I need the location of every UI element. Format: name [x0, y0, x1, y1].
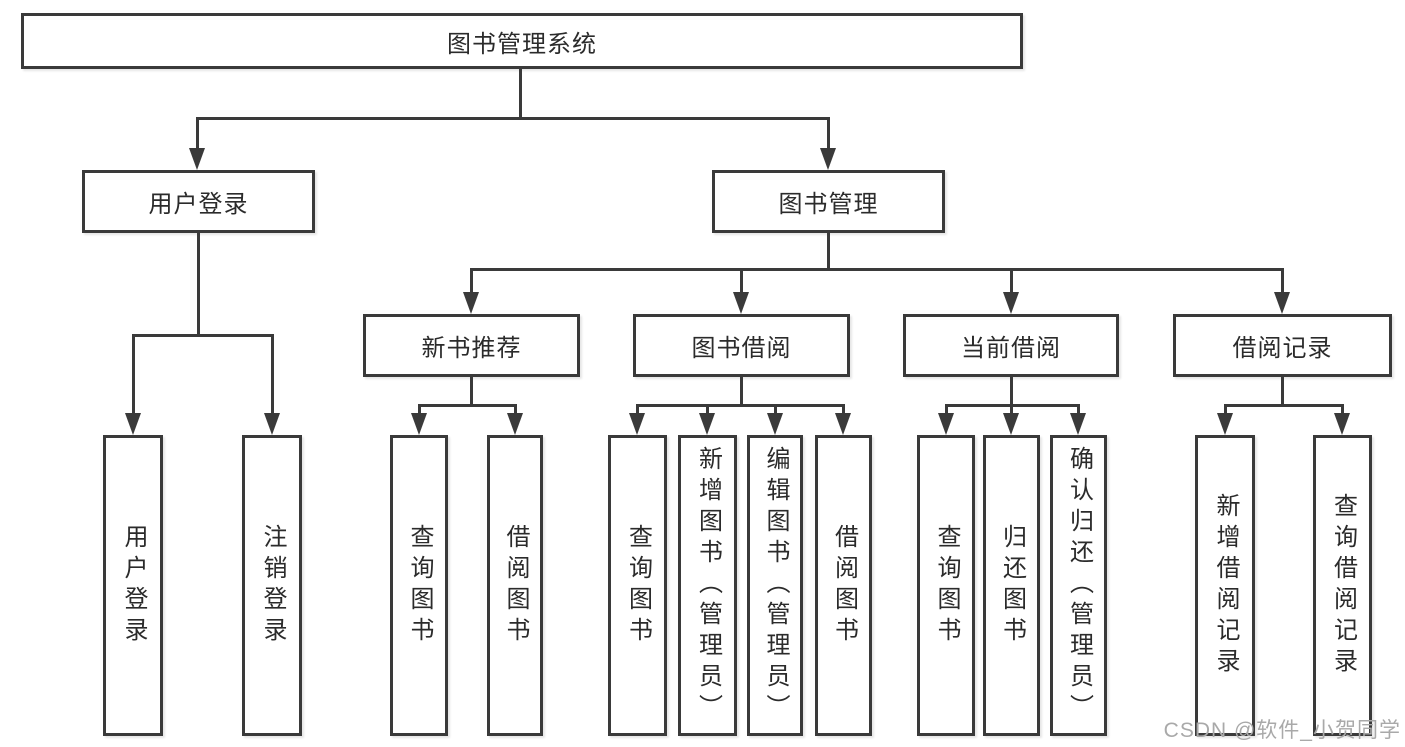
arrowhead-down-icon [1217, 413, 1233, 435]
arrowhead-down-icon [1003, 413, 1019, 435]
connector-line [1341, 404, 1344, 416]
node-borrow-records: 借阅记录 [1173, 314, 1392, 377]
arrowhead-down-icon [938, 413, 954, 435]
connector-line [636, 404, 845, 407]
connector-line [827, 233, 830, 271]
connector-line [1077, 404, 1080, 416]
connector-line [1224, 404, 1227, 416]
connector-line [271, 334, 274, 415]
node-leaf-rec-borrow-books: 借阅图书 [487, 435, 543, 736]
arrowhead-down-icon [1003, 292, 1019, 314]
node-user-login: 用户登录 [82, 170, 315, 233]
connector-line [774, 404, 777, 416]
node-book-borrow: 图书借阅 [633, 314, 850, 377]
arrowhead-down-icon [835, 413, 851, 435]
node-new-book-recommend: 新书推荐 [363, 314, 580, 377]
connector-line [706, 404, 709, 416]
connector-line [740, 376, 743, 407]
node-leaf-bb-edit-books-admin: 编辑图书（管理员） [747, 435, 803, 736]
connector-line [740, 268, 743, 294]
connector-line [1010, 404, 1013, 416]
connector-line [1010, 376, 1013, 407]
node-leaf-bb-add-books-admin: 新增图书（管理员） [678, 435, 737, 736]
connector-line [945, 404, 948, 416]
arrowhead-down-icon [733, 292, 749, 314]
arrowhead-down-icon [1070, 413, 1086, 435]
node-leaf-user-login: 用户登录 [103, 435, 163, 736]
arrowhead-down-icon [1334, 413, 1350, 435]
node-leaf-bb-borrow-books: 借阅图书 [815, 435, 872, 736]
node-leaf-bb-query-books: 查询图书 [608, 435, 667, 736]
arrowhead-down-icon [189, 148, 205, 170]
node-leaf-br-add-record: 新增借阅记录 [1195, 435, 1255, 736]
arrowhead-down-icon [125, 413, 141, 435]
node-leaf-logout: 注销登录 [242, 435, 302, 736]
connector-line [842, 404, 845, 416]
connector-line [470, 268, 1283, 271]
node-leaf-cb-query-books: 查询图书 [917, 435, 975, 736]
arrowhead-down-icon [1274, 292, 1290, 314]
connector-line [514, 404, 517, 416]
node-current-borrow: 当前借阅 [903, 314, 1119, 377]
connector-line [470, 268, 473, 294]
connector-line [196, 117, 830, 120]
node-library-system: 图书管理系统 [21, 13, 1023, 69]
connector-line [418, 404, 517, 407]
node-leaf-br-query-record: 查询借阅记录 [1313, 435, 1372, 736]
connector-line [519, 68, 522, 118]
arrowhead-down-icon [507, 413, 523, 435]
connector-line [1010, 268, 1013, 294]
connector-line [470, 376, 473, 407]
connector-line [1224, 404, 1344, 407]
arrowhead-down-icon [767, 413, 783, 435]
connector-line [132, 334, 135, 415]
connector-line [418, 404, 421, 416]
arrowhead-down-icon [264, 413, 280, 435]
node-leaf-cb-confirm-return-admin: 确认归还（管理员） [1050, 435, 1107, 736]
node-book-management: 图书管理 [712, 170, 945, 233]
arrowhead-down-icon [699, 413, 715, 435]
arrowhead-down-icon [463, 292, 479, 314]
connector-line [196, 117, 199, 150]
connector-line [132, 334, 274, 337]
arrowhead-down-icon [820, 148, 836, 170]
node-leaf-rec-query-books: 查询图书 [390, 435, 448, 736]
csdn-watermark: CSDN @软件_小贺同学 [1163, 719, 1401, 742]
connector-line [1281, 268, 1284, 294]
arrowhead-down-icon [629, 413, 645, 435]
connector-line [197, 233, 200, 336]
connector-line [636, 404, 639, 416]
node-leaf-cb-return-books: 归还图书 [983, 435, 1040, 736]
arrowhead-down-icon [411, 413, 427, 435]
connector-line [827, 117, 830, 150]
connector-line [1281, 376, 1284, 407]
